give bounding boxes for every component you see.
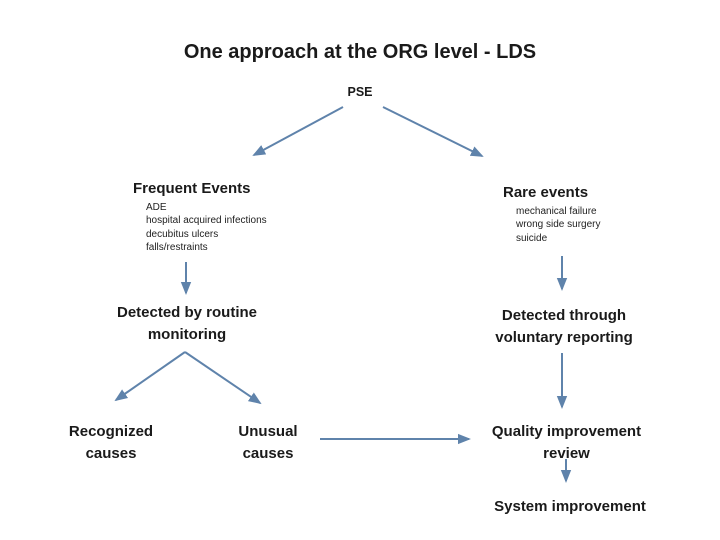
rare-events-list: mechanical failure wrong side surgery su… [516,205,600,245]
frequent-events-label: Frequent Events [133,180,251,197]
list-item: mechanical failure [516,206,597,217]
node-quality-improvement-review: Quality improvement review [491,423,642,462]
node-system-improvement: System improvement [494,498,646,515]
node-pse: PSE [347,85,373,99]
slide-title: One approach at the ORG level - LDS [183,41,537,63]
arrow-pse-to-frequent-events [252,106,344,156]
list-item: falls/restraints [146,241,208,253]
rare-events-label: Rare events [503,184,589,201]
list-item: wrong side surgery [516,219,601,231]
arrow-pse-to-rare-events [382,106,484,157]
list-item: hospital acquired infections [146,215,267,227]
node-detected-through-voluntary-reporting: Detected through voluntary reporting [495,307,633,346]
list-item: ADE [146,202,167,213]
frequent-events-list: ADE hospital acquired infections decubit… [146,201,267,254]
arrow-routine-to-unusual-causes [184,351,262,405]
node-recognized-causes: Recognized causes [68,423,154,462]
arrow-routine-to-recognized-causes [114,351,186,402]
node-unusual-causes: Unusual causes [238,423,298,462]
list-item: suicide [516,232,548,244]
node-detected-by-routine-monitoring: Detected by routine monitoring [116,304,258,343]
node-rare-events: Rare events mechanical failure wrong sid… [503,184,600,245]
node-frequent-events: Frequent Events ADE hospital acquired in… [133,180,267,254]
list-item: decubitus ulcers [146,228,219,240]
